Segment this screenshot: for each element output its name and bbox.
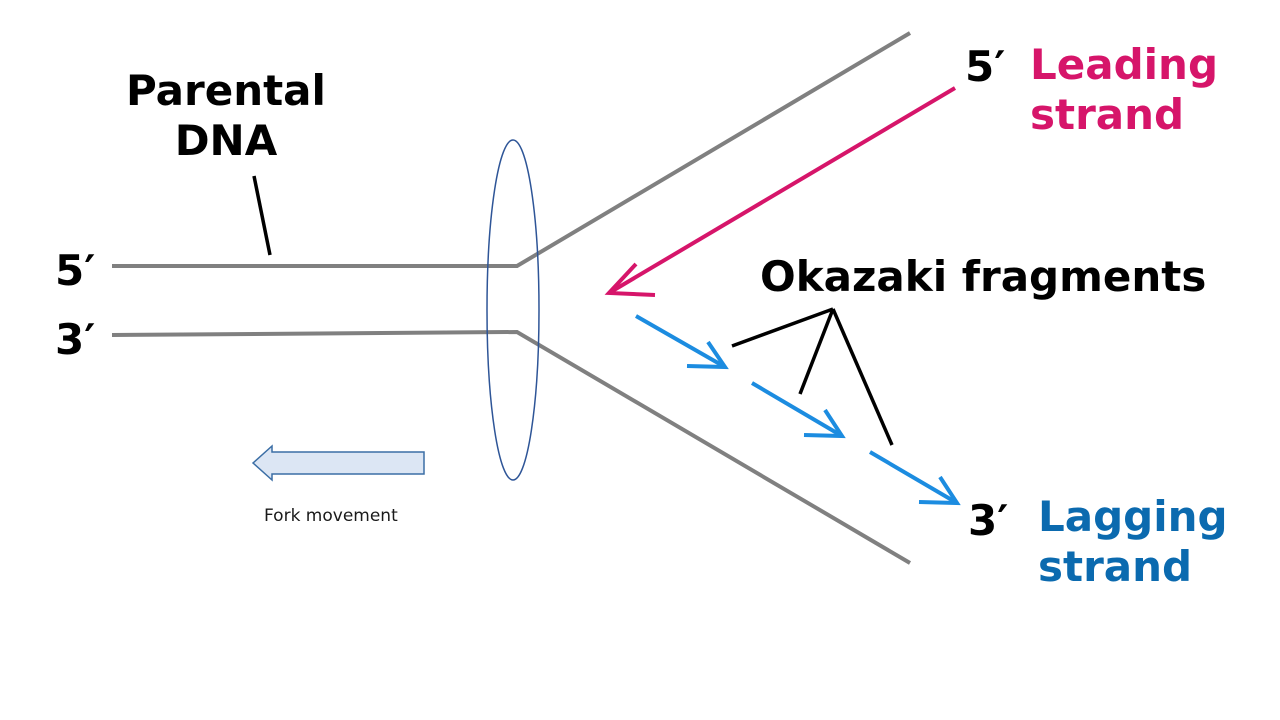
fork-ellipse	[486, 139, 540, 481]
fork-movement-arrow	[251, 444, 425, 482]
parental-dna-pointer	[252, 175, 272, 256]
lagging-label-line2: strand	[1038, 542, 1193, 591]
leading-label-line2: strand	[1030, 90, 1185, 139]
parental-top-strand	[112, 31, 912, 268]
left-3prime-label: 3′	[55, 315, 96, 364]
parental-dna-label: Parental DNA	[126, 70, 326, 162]
okazaki-fragments-label: Okazaki fragments	[760, 252, 1207, 301]
fork-movement-label: Fork movement	[264, 506, 398, 526]
lagging-3prime-label: 3′	[968, 496, 1009, 545]
leading-strand-arrow	[604, 86, 957, 297]
okazaki-fragment-3	[868, 450, 961, 506]
parental-bottom-strand	[111, 329, 912, 565]
lagging-strand-label: Lagging strand	[1038, 496, 1228, 588]
okazaki-pointers	[731, 307, 894, 446]
okazaki-fragment-2	[750, 381, 846, 439]
leading-5prime-label: 5′	[965, 42, 1006, 91]
leading-label-line1: Leading	[1030, 40, 1219, 89]
okazaki-fragment-1	[635, 314, 729, 370]
parental-label-line1: Parental	[126, 66, 326, 115]
left-5prime-label: 5′	[55, 246, 96, 295]
leading-strand-label: Leading strand	[1030, 44, 1218, 136]
parental-label-line2: DNA	[174, 116, 278, 165]
lagging-label-line1: Lagging	[1038, 492, 1228, 541]
